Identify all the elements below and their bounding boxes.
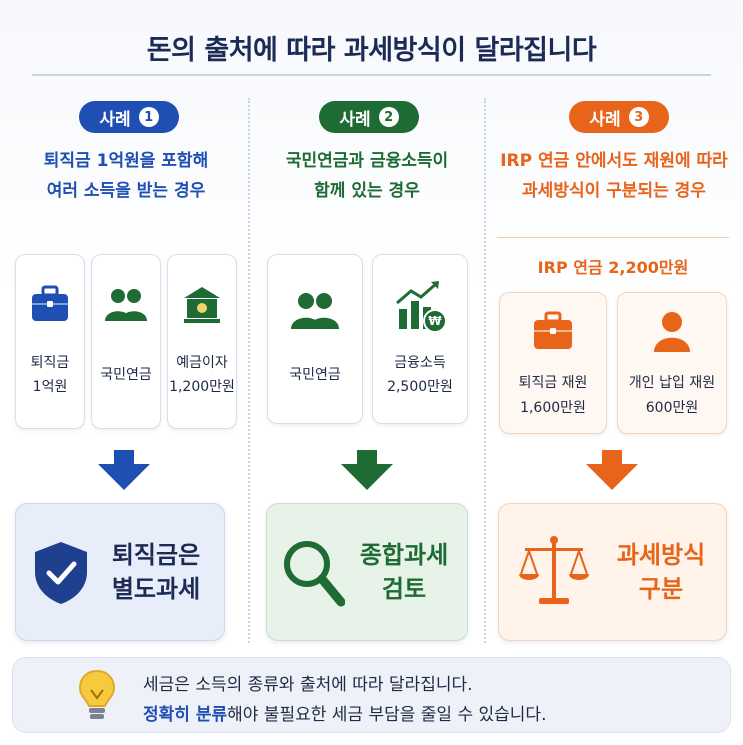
case-1-card-2-line1: 국민연금 xyxy=(100,367,152,383)
case-3-desc-line2: 과세방식이 구분되는 경우 xyxy=(522,181,706,201)
case-3-pill-number: 3 xyxy=(628,107,649,127)
case-1-description: 퇴직금 1억원을 포함해 여러 소득을 받는 경우 xyxy=(10,146,242,206)
case-1-down-arrow-icon xyxy=(98,450,150,490)
magnifier-icon xyxy=(284,541,345,607)
bank-icon xyxy=(184,287,220,323)
case-3-down-arrow-icon xyxy=(586,450,638,490)
case-2-pill-number: 2 xyxy=(378,107,399,127)
case-2-result-text: 종합과세 검토 xyxy=(345,538,463,606)
lightbulb-icon xyxy=(78,669,116,719)
case-3-result-line2: 구분 xyxy=(638,575,684,603)
case-2-card-financial: ₩ 금융소득 2,500만원 xyxy=(372,254,468,424)
person-icon xyxy=(654,312,690,352)
case-2-result: 종합과세 검토 xyxy=(266,503,468,641)
footer-line-2-rest: 해야 불필요한 세금 부담을 줄일 수 있습니다. xyxy=(227,705,547,725)
shield-check-icon xyxy=(35,542,87,604)
case-1-pill-label: 사례 xyxy=(99,109,131,130)
case-3-card-2-line1: 개인 납입 재원 xyxy=(628,375,716,391)
case-3-card-1-line2: 1,600만원 xyxy=(520,400,586,416)
case-2-pill-label: 사례 xyxy=(339,109,371,130)
case-2-card-pension: 국민연금 xyxy=(267,254,363,424)
case-3-card-2-line2: 600만원 xyxy=(645,400,699,416)
page-title: 돈의 출처에 따라 과세방식이 달라집니다 xyxy=(146,35,597,66)
case-1-card-retirement: 퇴직금 1억원 xyxy=(15,254,85,429)
case-2-down-arrow-icon xyxy=(341,450,393,490)
case-1-result-line2: 별도과세 xyxy=(111,575,201,603)
footer-line-1: 세금은 소득의 종류와 출처에 따라 달라집니다. xyxy=(143,675,473,695)
case-2-pill: 사례 2 xyxy=(319,101,419,133)
case-1-desc-line1: 퇴직금 1억원을 포함해 xyxy=(43,151,209,171)
case-3-pill: 사례 3 xyxy=(569,101,669,133)
case-2-result-line2: 검토 xyxy=(381,575,427,603)
case-1-result: 퇴직금은 별도과세 xyxy=(15,503,225,641)
case-3-result-line1: 과세방식 xyxy=(616,541,706,569)
case-2-card-2-line2: 2,500만원 xyxy=(387,379,453,395)
case-3-card-1-line1: 퇴직금 재원 xyxy=(518,375,588,391)
case-3-card-retirement: 퇴직금 재원 1,600만원 xyxy=(499,292,607,434)
column-divider-1 xyxy=(248,98,250,643)
case-1-card-3-line1: 예금이자 xyxy=(176,355,228,371)
case-3-description: IRP 연금 안에서도 재원에 따라 과세방식이 구분되는 경우 xyxy=(488,146,740,206)
title-divider xyxy=(32,74,711,76)
case-1-pill-number: 1 xyxy=(138,107,159,127)
footer-line-2: 정확히 분류해야 불필요한 세금 부담을 줄일 수 있습니다. xyxy=(143,700,546,725)
footer-note: 세금은 소득의 종류와 출처에 따라 달라집니다. 정확히 분류해야 불필요한 … xyxy=(12,657,731,733)
people-icon xyxy=(105,289,147,321)
case-1-card-1-line2: 1억원 xyxy=(32,379,68,395)
case-3-result: 과세방식 구분 xyxy=(498,503,727,641)
case-2-description: 국민연금과 금융소득이 함께 있는 경우 xyxy=(252,146,482,206)
case-1-pill: 사례 1 xyxy=(79,101,179,133)
case-3-sub-divider xyxy=(497,237,729,238)
case-2-result-line1: 종합과세 xyxy=(359,541,449,569)
case-1-result-text: 퇴직금은 별도과세 xyxy=(96,538,216,606)
case-1-card-3-line2: 1,200만원 xyxy=(169,379,235,395)
people-icon xyxy=(291,293,339,329)
case-2-desc-line2: 함께 있는 경우 xyxy=(314,181,420,201)
growth-chart-icon: ₩ xyxy=(396,281,447,333)
briefcase-icon xyxy=(534,311,572,349)
case-1-card-deposit: 예금이자 1,200만원 xyxy=(167,254,237,429)
svg-text:₩: ₩ xyxy=(428,314,442,328)
case-3-sub-header: IRP 연금 2,200만원 xyxy=(537,258,689,277)
scales-icon xyxy=(519,536,589,604)
briefcase-icon xyxy=(32,285,68,321)
case-1-card-1-line1: 퇴직금 xyxy=(30,355,70,371)
case-1-result-line1: 퇴직금은 xyxy=(111,541,201,569)
case-3-pill-label: 사례 xyxy=(589,109,621,130)
case-2-desc-line1: 국민연금과 금융소득이 xyxy=(285,151,449,171)
column-divider-2 xyxy=(484,98,486,643)
case-3-card-personal: 개인 납입 재원 600만원 xyxy=(617,292,727,434)
case-1-desc-line2: 여러 소득을 받는 경우 xyxy=(46,181,206,201)
case-3-desc-line1: IRP 연금 안에서도 재원에 따라 xyxy=(500,151,728,171)
case-3-result-text: 과세방식 구분 xyxy=(601,538,721,606)
case-2-card-1-line1: 국민연금 xyxy=(289,367,341,383)
footer-highlight: 정확히 분류 xyxy=(143,705,228,725)
case-2-card-2-line1: 금융소득 xyxy=(394,355,446,371)
case-1-card-pension: 국민연금 xyxy=(91,254,161,429)
